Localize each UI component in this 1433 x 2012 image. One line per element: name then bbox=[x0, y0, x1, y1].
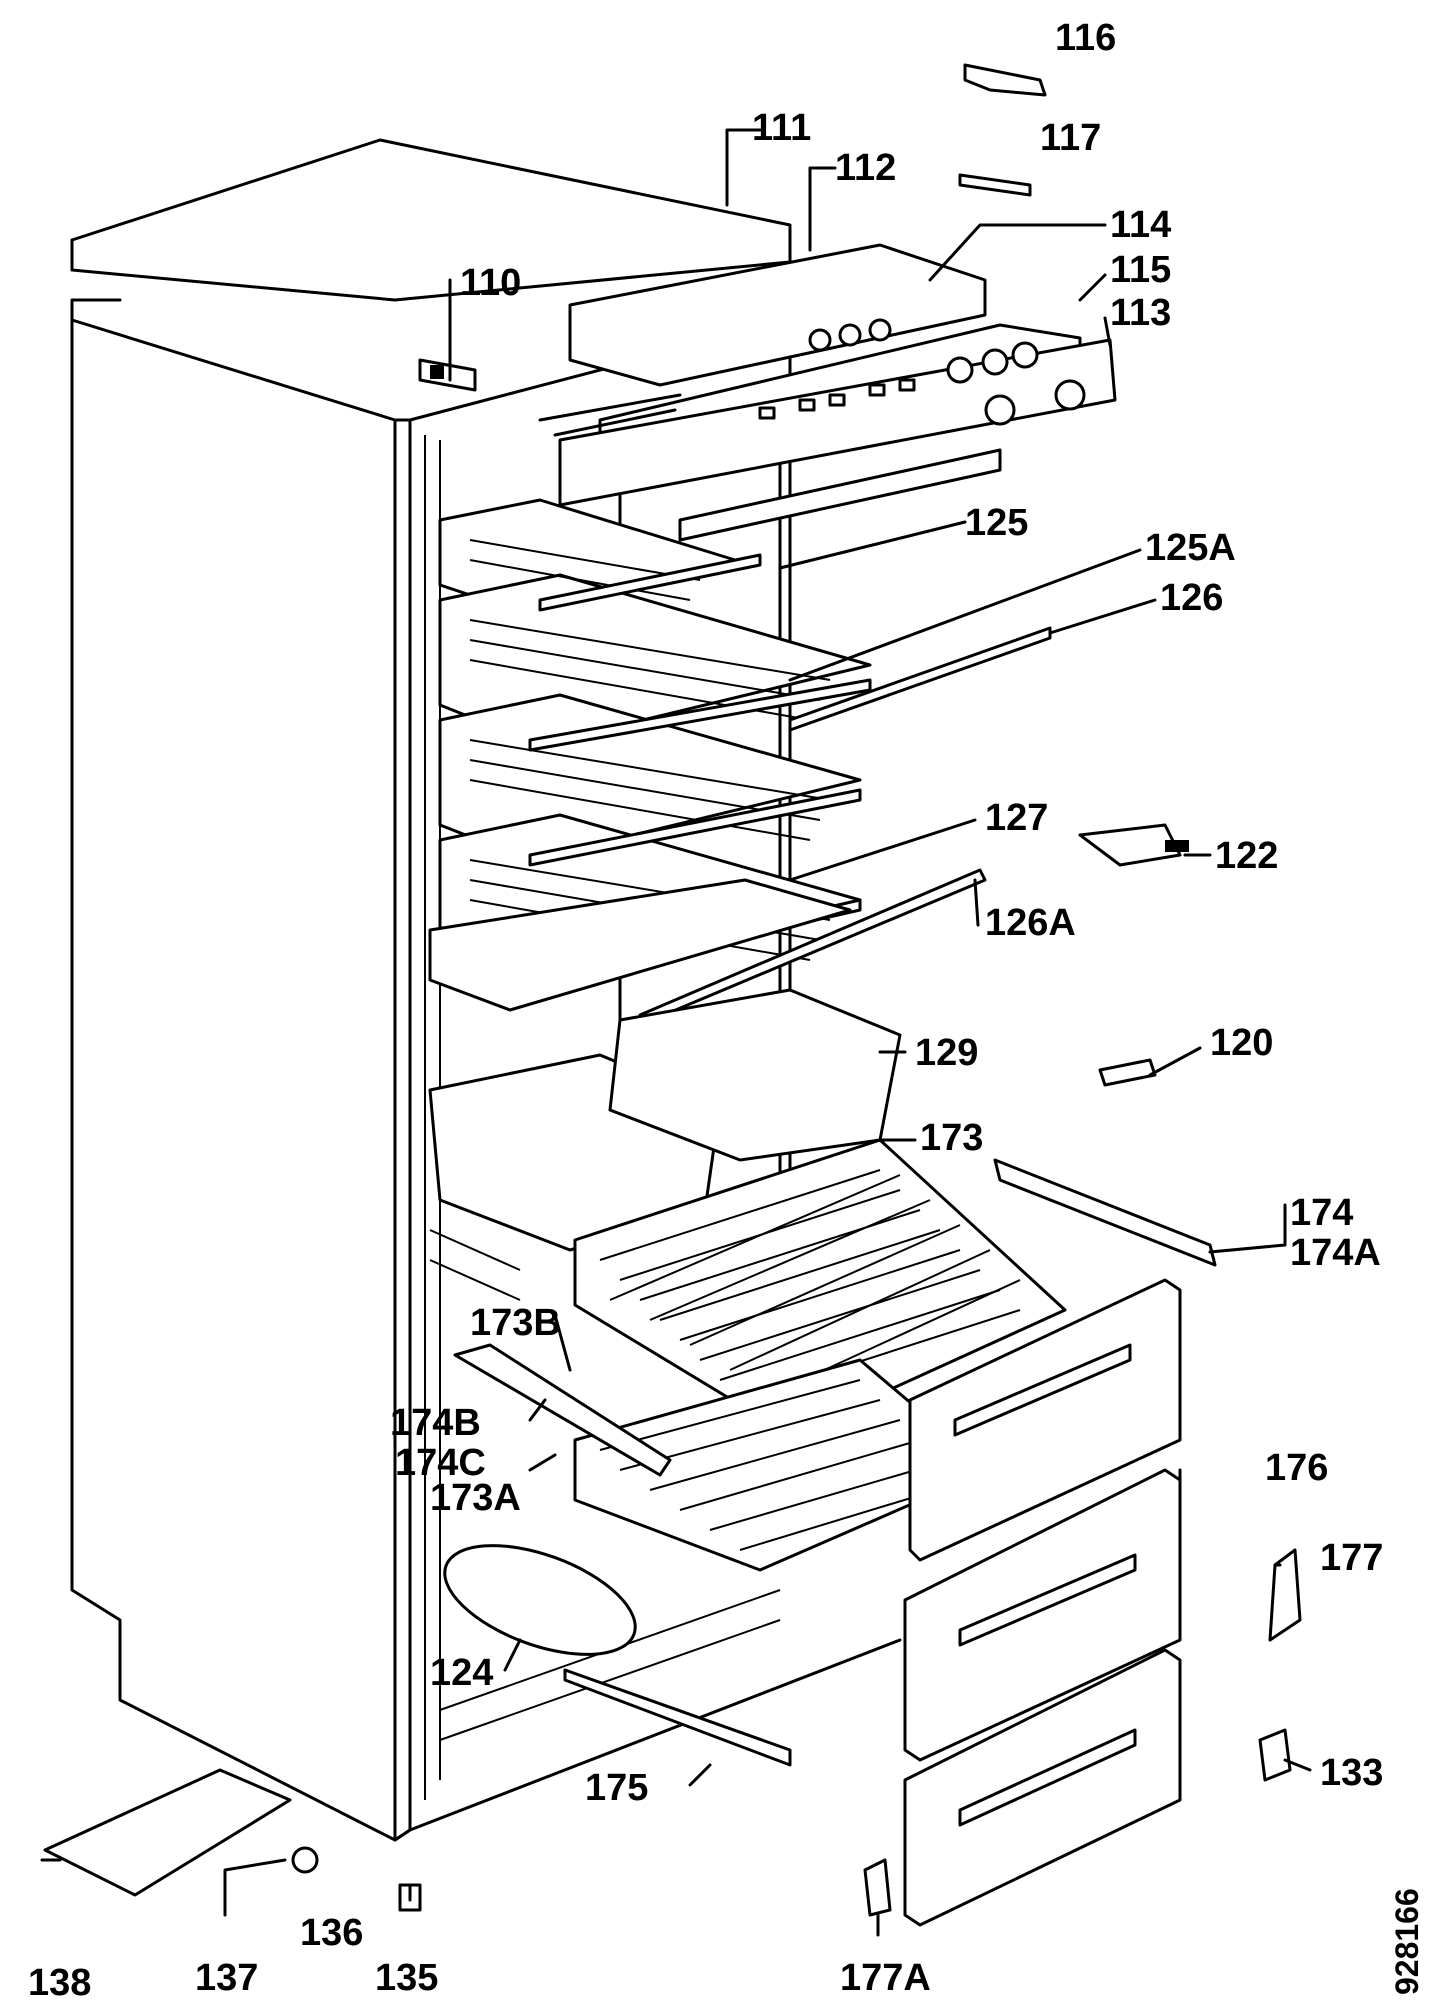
callout-110: 110 bbox=[460, 262, 521, 304]
callout-117: 117 bbox=[1040, 117, 1101, 159]
crisper-drawers-129 bbox=[428, 988, 902, 1252]
callout-116: 116 bbox=[1055, 17, 1116, 59]
callout-177: 177 bbox=[1320, 1537, 1383, 1579]
clip-117 bbox=[958, 173, 1032, 197]
callout-127: 127 bbox=[985, 797, 1048, 839]
callout-labels: 116 117 111 112 114 110 115 113 125 125A… bbox=[28, 17, 1383, 2004]
callout-124: 124 bbox=[430, 1652, 493, 1694]
callout-138: 138 bbox=[28, 1962, 91, 2004]
basket-rails bbox=[453, 1158, 1217, 1767]
callout-125A: 125A bbox=[1145, 527, 1236, 569]
callout-111: 111 bbox=[752, 107, 811, 149]
egg-tray-124 bbox=[443, 1544, 637, 1656]
leader-lines bbox=[40, 128, 1312, 1937]
callout-173A: 173A bbox=[430, 1477, 521, 1519]
callout-133: 133 bbox=[1320, 1752, 1383, 1794]
callout-177A: 177A bbox=[840, 1957, 931, 1999]
callout-175: 175 bbox=[585, 1767, 648, 1809]
callout-114: 114 bbox=[1110, 204, 1171, 246]
callout-129: 129 bbox=[915, 1032, 978, 1074]
callout-126: 126 bbox=[1160, 577, 1223, 619]
callout-137: 137 bbox=[195, 1957, 258, 1999]
callout-173B: 173B bbox=[470, 1302, 561, 1344]
document-code: 928166 bbox=[1389, 1888, 1425, 1995]
callout-126A: 126A bbox=[985, 902, 1076, 944]
callout-125: 125 bbox=[965, 502, 1028, 544]
part-122 bbox=[1078, 823, 1189, 867]
control-panel-assembly bbox=[538, 243, 1117, 542]
part-120 bbox=[1098, 1058, 1157, 1087]
callout-120: 120 bbox=[1210, 1022, 1273, 1064]
glass-shelves bbox=[428, 498, 1052, 1027]
freezer-baskets bbox=[573, 1138, 1067, 1572]
drawer-fronts-176 bbox=[903, 1278, 1182, 1927]
hinge-parts-bottom bbox=[43, 1548, 1302, 1917]
hinge-110 bbox=[418, 358, 477, 392]
callout-174: 174 bbox=[1290, 1192, 1353, 1234]
callout-135: 135 bbox=[375, 1957, 438, 1999]
callout-113: 113 bbox=[1110, 292, 1171, 334]
callout-174C: 174C bbox=[395, 1442, 486, 1484]
callout-122: 122 bbox=[1215, 835, 1278, 877]
callout-112: 112 bbox=[835, 147, 896, 189]
bracket-116 bbox=[963, 63, 1047, 97]
callout-174B: 174B bbox=[390, 1402, 481, 1444]
callout-136: 136 bbox=[300, 1912, 363, 1954]
callout-115: 115 bbox=[1110, 249, 1171, 291]
callout-173: 173 bbox=[920, 1117, 983, 1159]
callout-176: 176 bbox=[1265, 1447, 1328, 1489]
callout-174A: 174A bbox=[1290, 1232, 1381, 1274]
